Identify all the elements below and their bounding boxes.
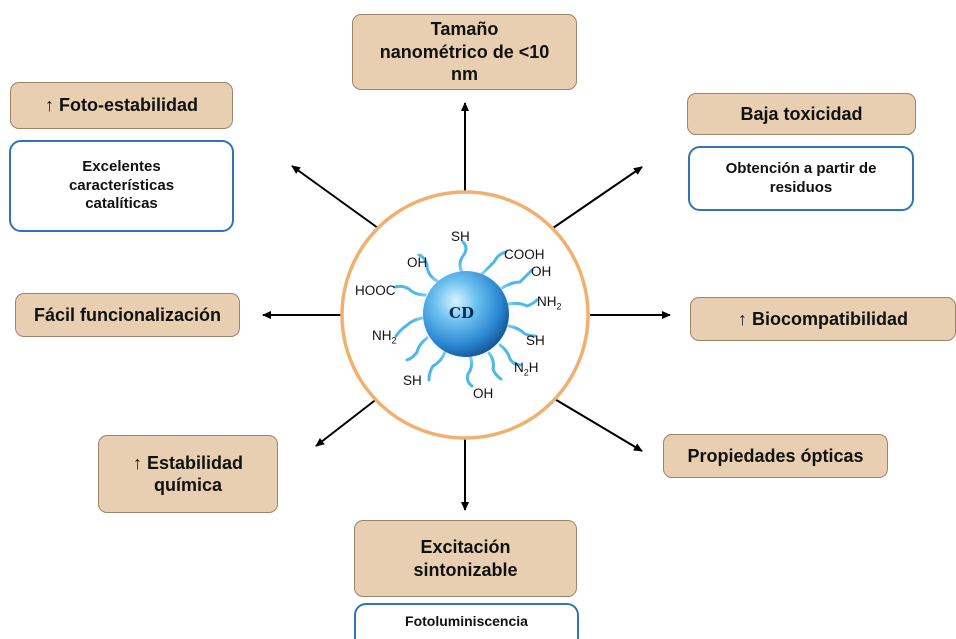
functionalization-box: Fácil funcionalización (15, 293, 240, 337)
biocompatibility-box: ↑ Biocompatibilidad (690, 297, 956, 341)
ligand-oh-top-right: OH (531, 264, 552, 279)
low-toxicity-box: Baja toxicidad (687, 93, 916, 135)
ligand-sh-bottom: SH (403, 373, 422, 388)
ligand-nh2-right: NH2 (537, 294, 562, 312)
catalytic-box: Excelentes características catalíticas (9, 140, 234, 232)
arrow-lower-right (552, 397, 643, 452)
optical-properties-box: Propiedades ópticas (663, 434, 888, 478)
waste-box: Obtención a partir de residuos (688, 146, 914, 211)
ligand-cooh: COOH (504, 247, 545, 262)
excitation-box: Excitación sintonizable (354, 520, 577, 597)
ligand-hooc: HOOC (355, 283, 396, 298)
size-box: Tamaño nanométrico de <10 nm (352, 14, 577, 90)
ligand-n2h: N2H (514, 360, 539, 378)
carbon-dot-label: CD (449, 304, 474, 322)
chemical-stability-box: ↑ Estabilidad química (98, 435, 278, 513)
carbon-dot-sphere (423, 271, 509, 357)
photoluminescence-box: Fotoluminiscencia (354, 603, 579, 639)
ligand-sh-right: SH (526, 333, 545, 348)
arrow-lower-left (315, 397, 379, 447)
arrow-upper-right (552, 166, 643, 229)
arrow-upper-left (291, 165, 379, 229)
ligand-sh-top: SH (451, 229, 470, 244)
ligand-oh-top-left: OH (407, 255, 428, 270)
ligand-oh-bottom: OH (473, 386, 494, 401)
ligand-nh2-left: NH2 (372, 328, 397, 346)
photostability-box: ↑ Foto-estabilidad (10, 82, 233, 129)
